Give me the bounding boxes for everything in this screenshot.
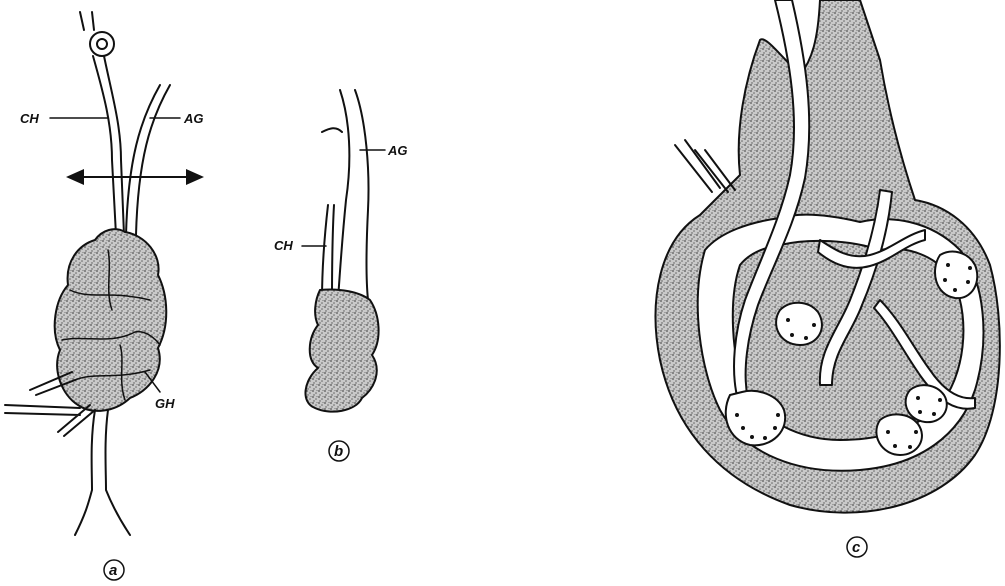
lower-nerve	[75, 410, 130, 535]
label-ch-b: CH	[274, 238, 293, 253]
panel-b: AG CH b	[274, 90, 408, 461]
ag-nerve-b	[338, 90, 368, 300]
ch-nerve	[93, 56, 124, 235]
ch-nerve-b	[322, 205, 334, 300]
panel-b-letter: b	[334, 443, 343, 460]
panel-a: CH AG GH a	[5, 12, 204, 580]
label-ch-a: CH	[20, 111, 39, 126]
label-ag-a: AG	[183, 111, 204, 126]
panel-c-letter: c	[852, 539, 861, 556]
panel-c: c	[656, 0, 1000, 557]
panel-a-letter: a	[109, 562, 117, 579]
top-left-branches	[675, 140, 735, 192]
ag-nerve	[126, 85, 170, 235]
section-arrow	[66, 169, 204, 185]
label-gh-a: GH	[155, 396, 175, 411]
nerve-coil-icon	[90, 32, 114, 56]
ganglion-b	[305, 289, 378, 411]
label-ag-b: AG	[387, 143, 408, 158]
ganglion-body	[55, 229, 167, 411]
